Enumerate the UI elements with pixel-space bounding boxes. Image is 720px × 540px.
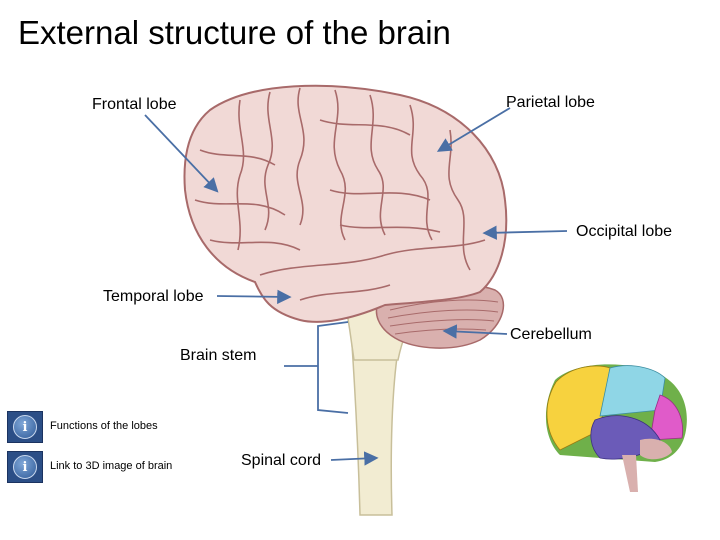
page-title: External structure of the brain bbox=[18, 14, 451, 51]
pointer-lines bbox=[144, 107, 568, 466]
cerebrum bbox=[183, 84, 508, 323]
label-spinal-cord: Spinal cord bbox=[241, 452, 322, 469]
functions-link-button[interactable]: i bbox=[7, 411, 43, 443]
label-frontal-lobe: Frontal lobe bbox=[92, 96, 177, 113]
image3d-link[interactable]: Link to 3D image of brain bbox=[50, 460, 173, 472]
image3d-link-button[interactable]: i bbox=[7, 451, 43, 483]
gyri bbox=[194, 87, 486, 301]
spinal-cord bbox=[351, 344, 399, 516]
label-parietal-lobe: Parietal lobe bbox=[506, 94, 595, 111]
functions-link[interactable]: Functions of the lobes bbox=[50, 420, 158, 432]
label-cerebellum: Cerebellum bbox=[510, 326, 592, 343]
lobe-thumbnail bbox=[545, 364, 687, 492]
info-icon: i bbox=[13, 455, 37, 479]
info-icon: i bbox=[13, 415, 37, 439]
label-occipital-lobe: Occipital lobe bbox=[576, 223, 673, 240]
label-brain-stem: Brain stem bbox=[180, 347, 257, 364]
label-temporal-lobe: Temporal lobe bbox=[103, 288, 204, 305]
